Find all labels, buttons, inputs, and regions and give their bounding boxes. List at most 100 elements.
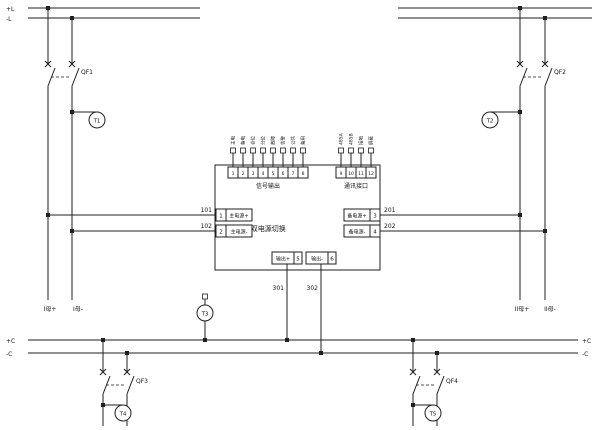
breaker-contact-x-icon xyxy=(68,60,76,68)
meter-circle-icon xyxy=(481,111,499,129)
meter-t2: T2 xyxy=(481,110,522,129)
breaker-contact-x-icon xyxy=(433,368,441,376)
strip-no: 7 xyxy=(292,171,295,177)
breaker-blade xyxy=(436,375,445,395)
breaker-contact-x-icon xyxy=(123,368,131,376)
breaker-qf1-label: QF1 xyxy=(81,69,93,76)
terminal-label: 主电源+ xyxy=(229,213,248,220)
pin-label: 合位 xyxy=(250,136,257,145)
comm-strip: 9 10 11 12 通讯接口 xyxy=(335,166,377,190)
wire-302-label: 302 xyxy=(307,285,319,292)
pin-terminal xyxy=(338,147,344,154)
breaker-blade xyxy=(544,67,553,87)
pin-terminal xyxy=(270,147,276,154)
meter-circle-icon xyxy=(88,111,106,129)
breaker-qf2-label: QF2 xyxy=(554,69,566,76)
bus-i-pos-label: I母+ xyxy=(44,306,57,313)
terminal-no: 6 xyxy=(330,257,334,263)
terminal-box xyxy=(215,208,253,222)
breaker-qf4-label: QF4 xyxy=(446,378,458,385)
bottom-bus-pos-left-label: +C xyxy=(6,338,15,345)
wire-301: 301 xyxy=(273,264,289,342)
wire-102: 102 xyxy=(70,223,216,233)
terminal-label: 备电源+ xyxy=(347,213,366,220)
strip-no: 5 xyxy=(272,171,275,177)
pin-terminal xyxy=(260,147,266,154)
top-left-bus: +L -L xyxy=(6,6,200,23)
bottom-bus-neg-left-label: -C xyxy=(6,351,12,358)
pin-terminal xyxy=(348,147,354,154)
breaker-contact-x-icon xyxy=(516,60,524,68)
pin-terminal xyxy=(280,147,286,154)
wire-301-label: 301 xyxy=(273,285,285,292)
terminal-label: 输出+ xyxy=(276,256,290,263)
strip-no: 4 xyxy=(262,171,265,177)
strip-no: 9 xyxy=(340,171,343,177)
bus-i-neg-label: I母- xyxy=(73,306,83,313)
pin-label: 告警 xyxy=(280,136,287,145)
wire-101: 101 xyxy=(46,207,216,217)
terminal-backup-neg: 备电源- 4 xyxy=(343,224,381,238)
breaker-qf4: QF4 xyxy=(409,368,458,395)
meter-t3: T3 xyxy=(196,293,214,342)
terminal-box xyxy=(343,208,381,222)
terminal-out-pos: 输出+ 5 xyxy=(271,251,303,265)
pin-terminal xyxy=(240,147,246,154)
breaker-qf3-label: QF3 xyxy=(136,378,148,385)
breaker-contact-x-icon xyxy=(99,368,107,376)
meter-t5-label: T5 xyxy=(429,412,437,418)
pin-label: 485A xyxy=(339,132,345,145)
meter-t1: T1 xyxy=(70,110,106,129)
pin-label: 备电 xyxy=(240,136,247,145)
strip-no: 2 xyxy=(242,171,245,177)
terminal-backup-pos: 备电源+ 3 xyxy=(343,208,381,222)
pin-terminal xyxy=(368,147,374,154)
terminal-box xyxy=(343,224,381,238)
signal-pins: 主电 备电 合位 分位 故障 告警 公共 备用 xyxy=(230,136,307,167)
top-bus-neg-label: -L xyxy=(6,16,12,23)
comm-group-label: 通讯接口 xyxy=(344,182,368,190)
top-right-bus xyxy=(398,7,592,19)
breaker-contact-x-icon xyxy=(541,60,549,68)
wire-201: 201 xyxy=(380,207,522,217)
breaker-qf1: QF1 xyxy=(44,60,93,87)
pin-terminal xyxy=(358,147,364,154)
terminal-no: 5 xyxy=(296,257,300,263)
pin-terminal xyxy=(300,147,306,154)
pin-terminal xyxy=(250,147,256,154)
wire-102-label: 102 xyxy=(201,223,213,230)
meter-circle-icon xyxy=(114,404,132,422)
bottom-bus-pos-right-label: +C xyxy=(582,338,591,345)
meter-t1-label: T1 xyxy=(93,119,101,125)
strip-no: 3 xyxy=(252,171,255,177)
pin-label: 接地 xyxy=(358,136,365,145)
pin-terminal xyxy=(230,147,236,154)
pin-label: 公共 xyxy=(290,136,297,145)
top-bus-pos-label: +L xyxy=(6,6,15,13)
incomer-1: QF1 T1 I母+ I母- xyxy=(44,6,106,313)
breaker-contact-x-icon xyxy=(44,60,52,68)
wire-201-label: 201 xyxy=(384,207,396,214)
meter-t4-label: T4 xyxy=(119,412,127,418)
terminal-label: 输出- xyxy=(311,256,323,263)
wire-101-label: 101 xyxy=(201,207,213,214)
feeder-1: QF3 T4 xyxy=(99,338,148,426)
meter-t2-label: T2 xyxy=(486,119,494,125)
pin-label: 备用 xyxy=(300,136,307,145)
pin-label: 故障 xyxy=(270,136,277,145)
terminal-label: 主电源- xyxy=(231,229,248,236)
breaker-qf3: QF3 xyxy=(99,368,148,395)
transfer-device: 1 2 3 4 5 6 7 8 信号输出 9 10 11 12 通讯接口 DPA… xyxy=(214,164,381,271)
terminal-box xyxy=(215,224,253,238)
breaker-blade xyxy=(71,67,80,87)
feeder-2: QF4 T5 xyxy=(409,338,458,426)
terminal-out-neg: 输出- 6 xyxy=(305,251,337,265)
strip-no: 11 xyxy=(358,171,364,177)
meter-circle-icon xyxy=(424,404,442,422)
strip-no: 10 xyxy=(348,171,354,177)
terminal-no: 3 xyxy=(373,214,377,220)
bus-ii-neg-label: II母- xyxy=(544,306,556,313)
strip-no: 1 xyxy=(232,171,235,177)
